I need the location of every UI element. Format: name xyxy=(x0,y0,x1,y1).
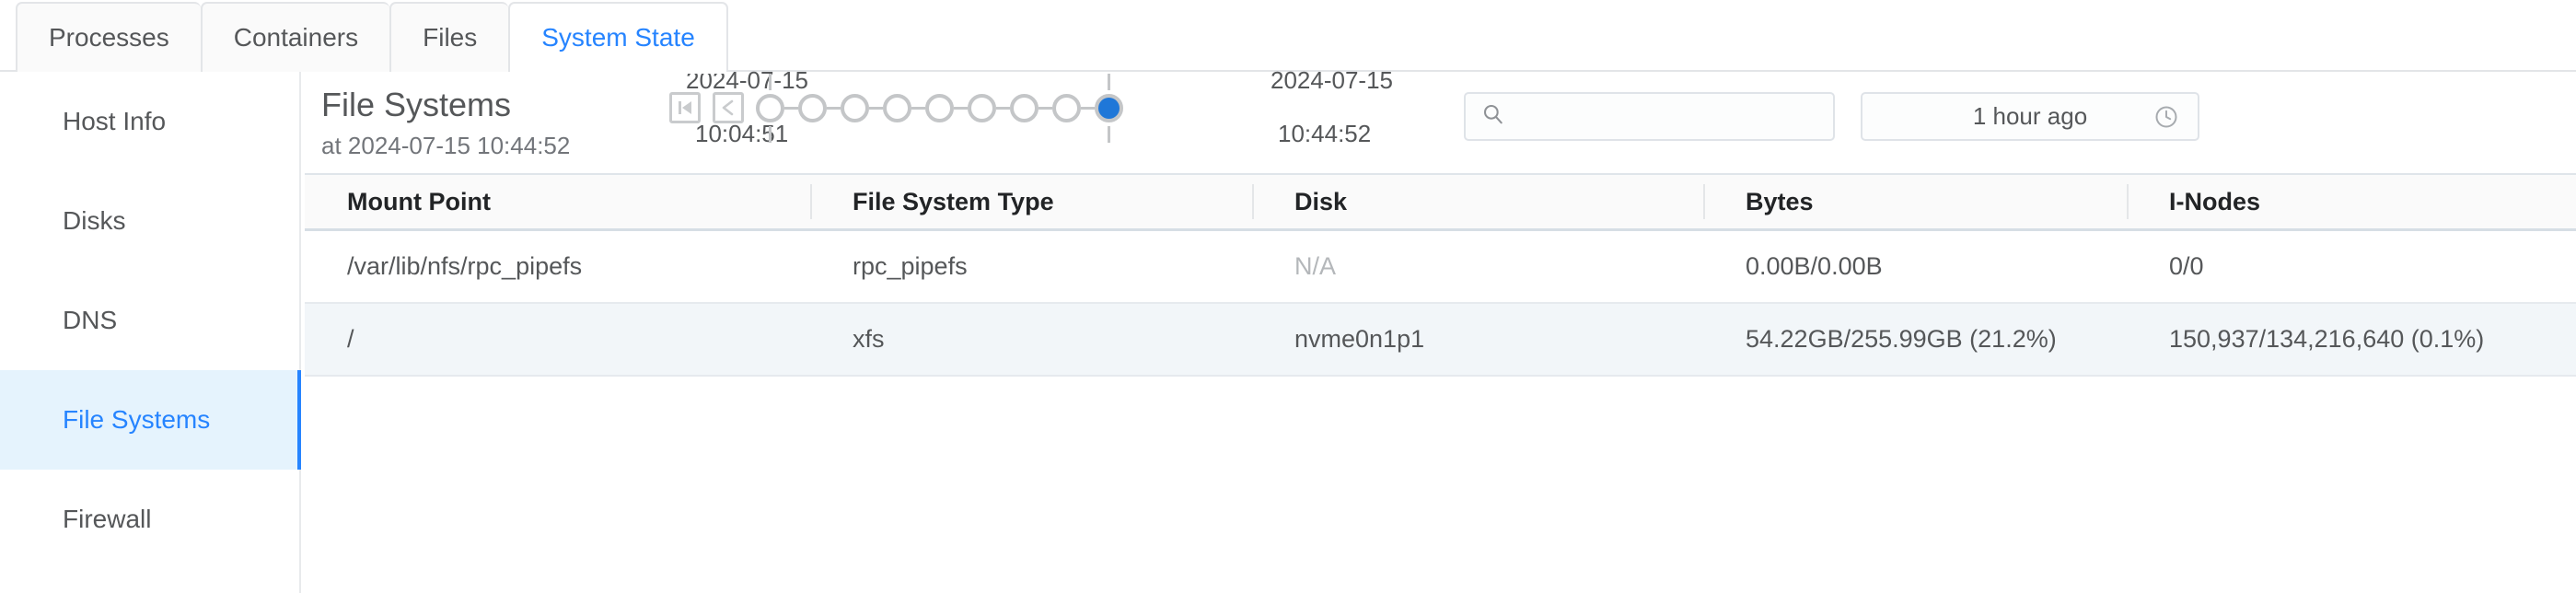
timeline-node[interactable] xyxy=(1052,93,1081,122)
tab-containers[interactable]: Containers xyxy=(200,2,390,72)
sidebar-item-disks[interactable]: Disks xyxy=(0,171,301,271)
timeline-node[interactable] xyxy=(883,93,911,122)
column-header-file-system-type[interactable]: File System Type xyxy=(810,175,1252,228)
sidebar-item-label: DNS xyxy=(63,306,118,334)
timeline-segment xyxy=(1039,106,1052,110)
tab-label: Processes xyxy=(49,23,169,52)
timeline-node[interactable] xyxy=(1010,93,1039,122)
timeline-node[interactable] xyxy=(756,73,784,143)
tab-bar: Processes Containers Files System State xyxy=(0,0,2576,74)
tab-label: Containers xyxy=(233,23,359,52)
timeline-end-time: 10:44:52 xyxy=(1278,120,1372,147)
timeline-tick xyxy=(1108,73,1110,90)
sidebar: Host Info Disks DNS File Systems Firewal… xyxy=(0,72,301,593)
time-range-label: 1 hour ago xyxy=(1972,102,2088,130)
cell-bytes: 54.22GB/255.99GB (21.2%) xyxy=(1746,325,2057,353)
table-row[interactable]: /var/lib/nfs/rpc_pipefs rpc_pipefs N/A 0… xyxy=(305,231,2576,304)
page-title: File Systems xyxy=(321,86,512,123)
page-title-block: File Systems at 2024-07-15 10:44:52 xyxy=(321,85,570,162)
sidebar-item-label: Host Info xyxy=(63,107,167,135)
sidebar-item-dns[interactable]: DNS xyxy=(0,271,301,370)
search-input[interactable] xyxy=(1464,92,1835,141)
sidebar-item-label: Firewall xyxy=(63,505,152,533)
tab-processes[interactable]: Processes xyxy=(16,2,201,72)
cell-file-system-type: xfs xyxy=(853,325,885,353)
sidebar-item-file-systems[interactable]: File Systems xyxy=(0,370,301,470)
clock-icon xyxy=(2153,104,2179,130)
timeline: 2024-07-15 10:04:51 2024-07-15 10:44:52 xyxy=(669,66,1393,173)
timeline-segment xyxy=(996,106,1010,110)
main-panel: File Systems at 2024-07-15 10:44:52 2024… xyxy=(303,66,2576,593)
timeline-segment xyxy=(869,106,883,110)
column-header-mount-point[interactable]: Mount Point xyxy=(347,187,491,215)
cell-disk: N/A xyxy=(1294,252,1337,280)
tab-label: System State xyxy=(541,23,695,52)
timeline-controls xyxy=(669,73,1123,143)
timeline-node[interactable] xyxy=(968,93,996,122)
timeline-node[interactable] xyxy=(798,93,827,122)
timeline-start-time: 10:04:51 xyxy=(695,120,789,147)
sidebar-item-host-info[interactable]: Host Info xyxy=(0,72,301,171)
chevron-left-icon[interactable] xyxy=(713,92,744,123)
cell-mount-point: / xyxy=(347,325,354,353)
timeline-segment xyxy=(954,106,968,110)
page-subtitle: at 2024-07-15 10:44:52 xyxy=(321,132,571,159)
timeline-segment xyxy=(827,106,841,110)
cell-i-nodes: 0/0 xyxy=(2169,252,2204,280)
column-header-disk[interactable]: Disk xyxy=(1252,175,1703,228)
timeline-tick xyxy=(1108,125,1110,143)
timeline-segment xyxy=(1081,106,1095,110)
timeline-end-date: 2024-07-15 xyxy=(1271,66,1393,94)
time-range-button[interactable]: 1 hour ago xyxy=(1861,92,2199,141)
column-header-bytes[interactable]: Bytes xyxy=(1703,175,2127,228)
timeline-node-selected[interactable] xyxy=(1095,93,1123,122)
cell-i-nodes: 150,937/134,216,640 (0.1%) xyxy=(2169,325,2485,353)
sidebar-item-firewall[interactable]: Firewall xyxy=(0,470,301,569)
table-row[interactable]: / xfs nvme0n1p1 54.22GB/255.99GB (21.2%)… xyxy=(305,304,2576,377)
timeline-node[interactable] xyxy=(841,93,869,122)
cell-bytes: 0.00B/0.00B xyxy=(1746,252,1883,280)
tab-files[interactable]: Files xyxy=(389,2,509,72)
cell-mount-point: /var/lib/nfs/rpc_pipefs xyxy=(347,252,583,280)
timeline-segment xyxy=(784,106,798,110)
timeline-track[interactable] xyxy=(756,73,1123,143)
table-header-row: Mount Point File System Type Disk Bytes … xyxy=(305,173,2576,231)
column-header-i-nodes[interactable]: I-Nodes xyxy=(2127,175,2576,228)
sidebar-item-label: File Systems xyxy=(63,405,211,434)
tab-label: Files xyxy=(423,23,478,52)
toolbar: File Systems at 2024-07-15 10:44:52 2024… xyxy=(303,66,2576,173)
search-icon xyxy=(1481,102,1505,131)
timeline-node[interactable] xyxy=(925,93,954,122)
timeline-segment xyxy=(911,106,925,110)
cell-disk: nvme0n1p1 xyxy=(1294,325,1425,353)
sidebar-item-label: Disks xyxy=(63,206,126,235)
file-systems-table: Mount Point File System Type Disk Bytes … xyxy=(305,173,2576,377)
skip-to-start-icon[interactable] xyxy=(669,92,701,123)
tab-system-state[interactable]: System State xyxy=(508,2,728,74)
cell-file-system-type: rpc_pipefs xyxy=(853,252,968,280)
